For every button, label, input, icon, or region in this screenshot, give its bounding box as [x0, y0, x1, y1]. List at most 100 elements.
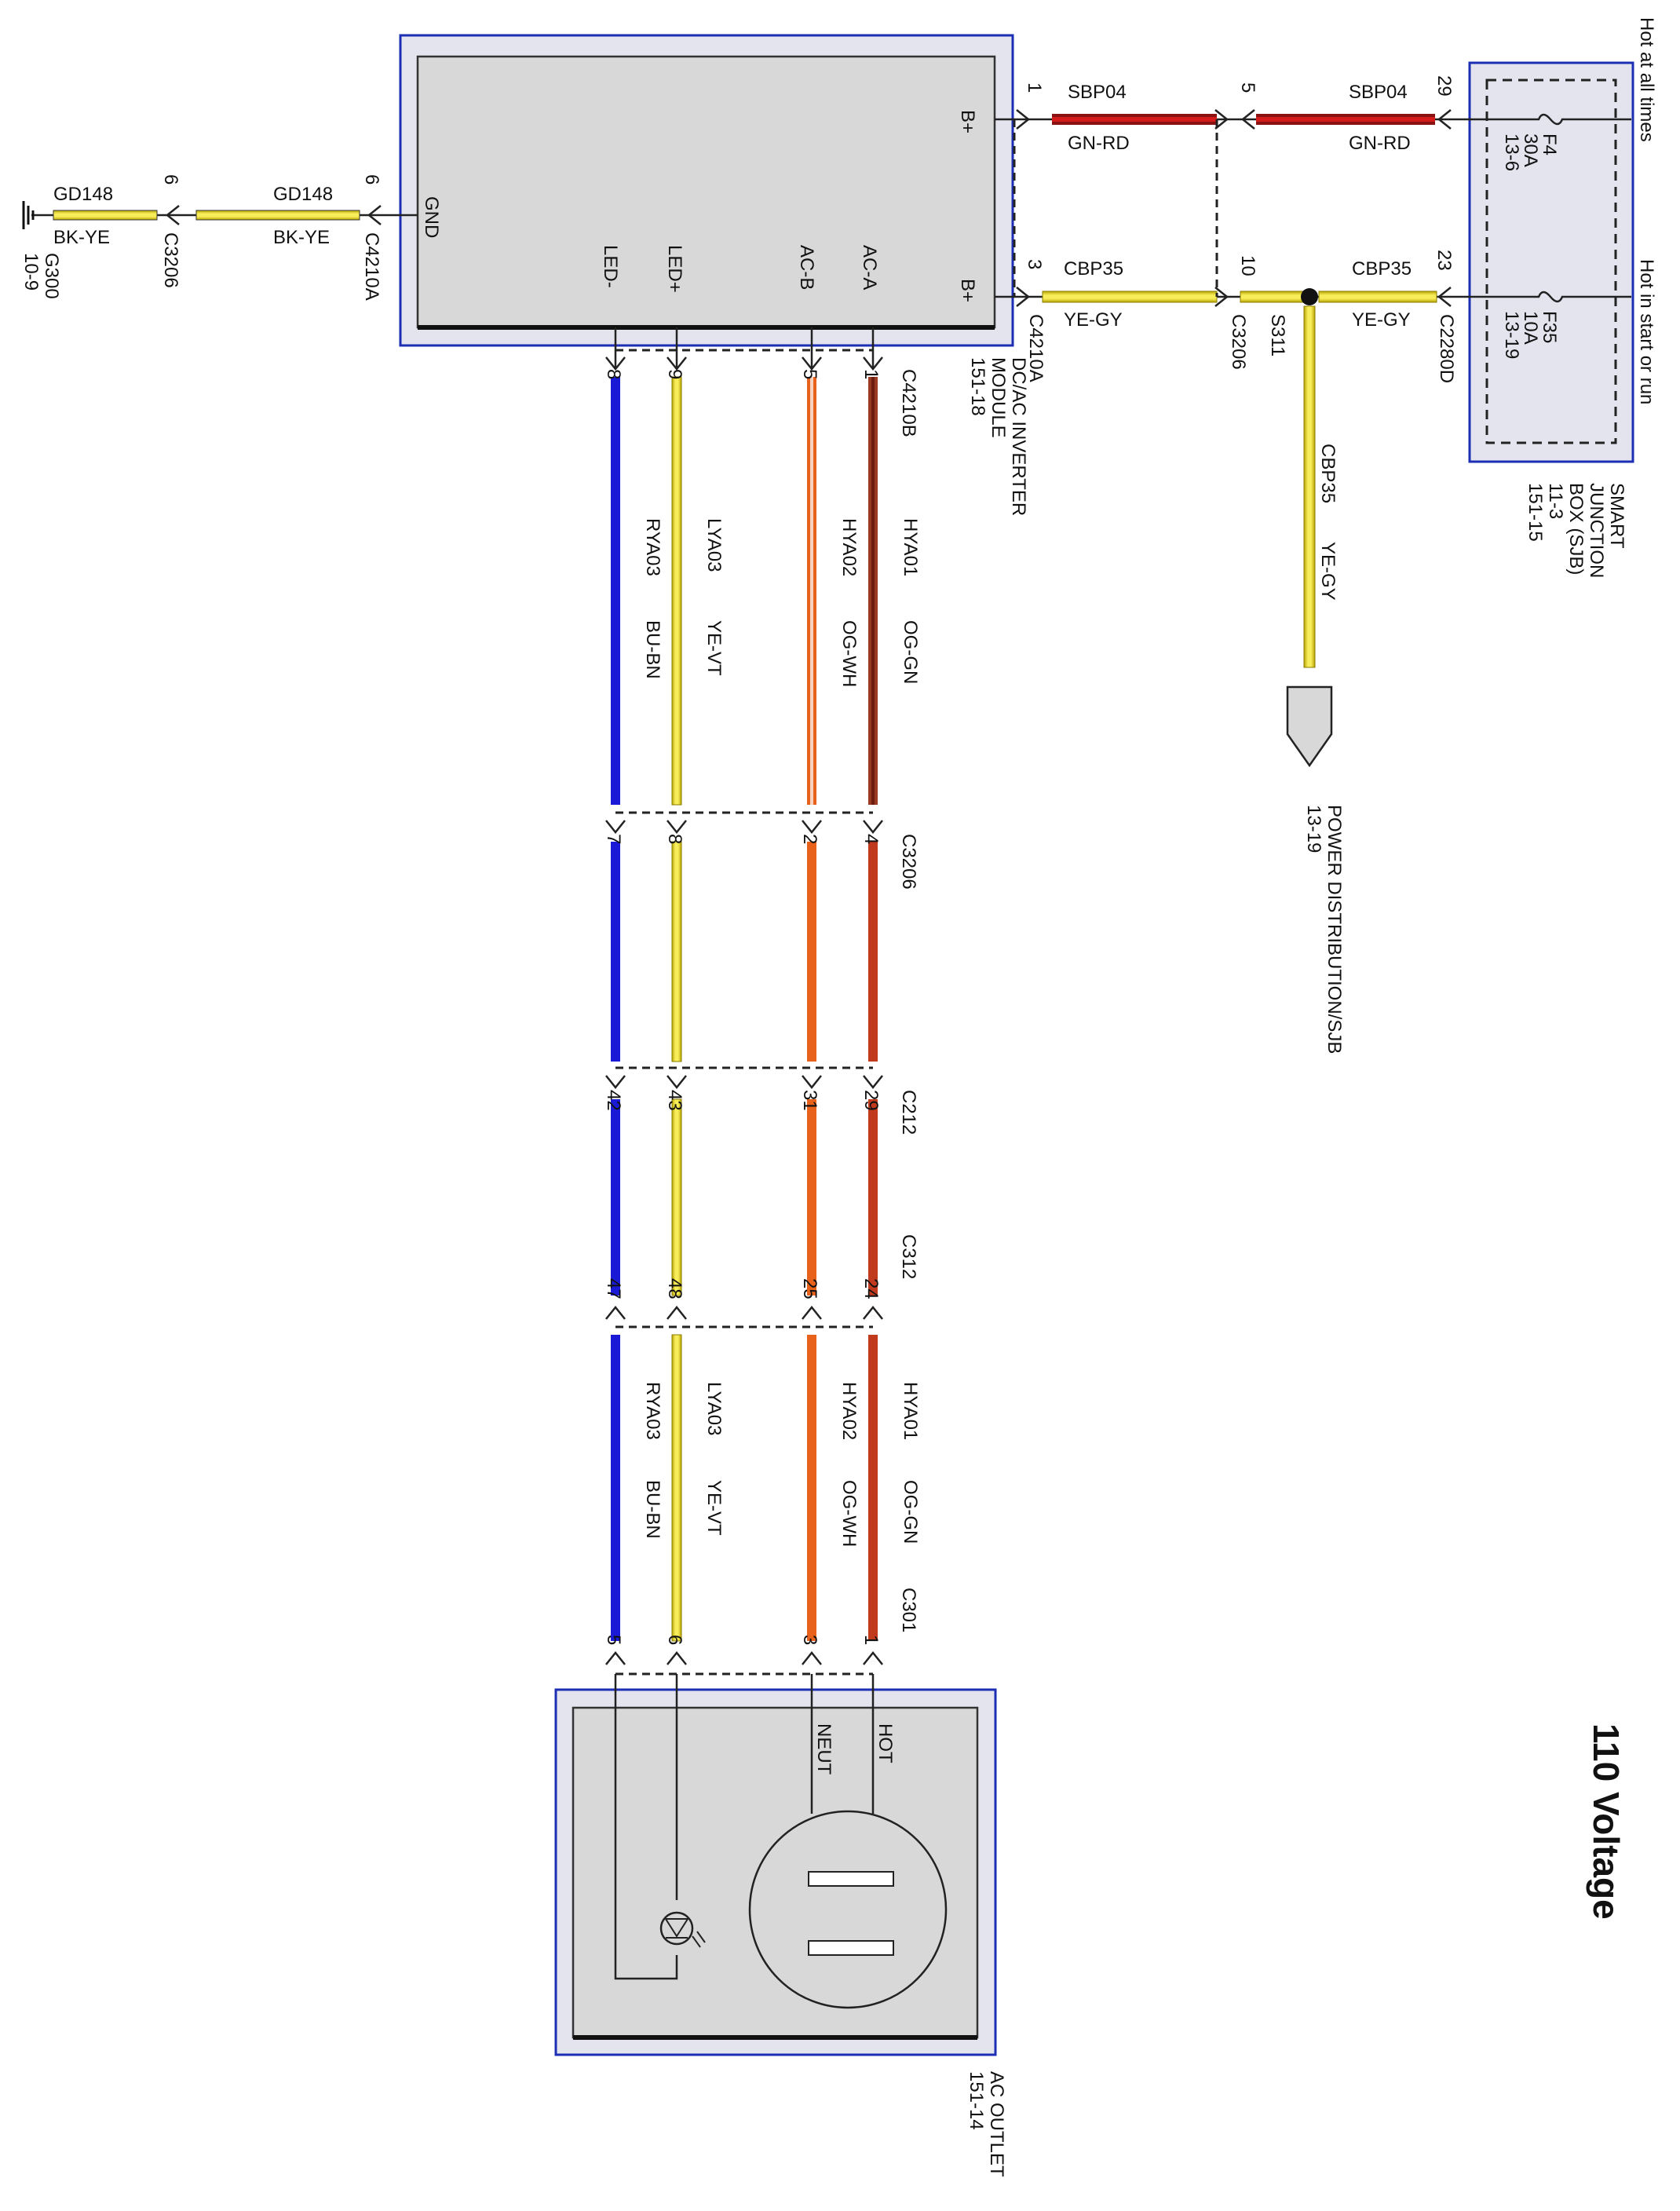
- svg-text:F35: F35: [1539, 311, 1560, 343]
- pin-gnd: GND: [421, 196, 442, 238]
- conn-c2280d: C2280D: [1436, 314, 1457, 383]
- wire-segment-3: [611, 1098, 878, 1296]
- inverter-label-line3: 151-18: [967, 357, 988, 416]
- cbp35-branch: CBP35 YE-GY POWER DISTRIBUTION/SJB 13-19: [1286, 305, 1345, 1054]
- c3206-pin-2: 2: [799, 834, 820, 844]
- upper-wire-labels: HYA01 OG-GN HYA02 OG-WH LYA03 YE-VT RYA0…: [642, 518, 921, 687]
- lower-label-hya01-color: OG-GN: [900, 1480, 921, 1544]
- fuse-f4: F4 30A 13-6: [1470, 113, 1631, 171]
- sbp04-circuit-a: SBP04: [1068, 82, 1127, 103]
- sbp04-color-b: GN-RD: [1349, 133, 1411, 154]
- power-distribution-ref: 13-19: [1303, 805, 1324, 853]
- diagram-title: 110 Voltage: [1586, 1723, 1627, 1920]
- pin-bplus-top: B+: [957, 110, 978, 133]
- lower-label-hya01-circuit: HYA01: [900, 1382, 921, 1440]
- svg-text:30A: 30A: [1520, 133, 1541, 167]
- c212-pin-29: 29: [860, 1090, 882, 1111]
- upper-label-rya03-circuit: RYA03: [642, 518, 663, 576]
- ground-circuit-left: GD148: [53, 184, 113, 205]
- sjb-label-line3: BOX (SJB): [1565, 483, 1587, 575]
- pin-bplus-bottom: B+: [957, 279, 978, 302]
- conn-c301: C301: [898, 1588, 919, 1632]
- c3206-pin-7: 7: [603, 834, 624, 844]
- ground-point-ref: 10-9: [20, 253, 42, 291]
- ac-outlet: HOT NEUT: [554, 1674, 997, 2056]
- sjb-label-line2: JUNCTION: [1586, 483, 1607, 578]
- inverter-leads: [614, 327, 875, 369]
- conn-c212: C212: [898, 1090, 919, 1135]
- c312-pin-24: 24: [860, 1278, 882, 1299]
- c312-pin-48: 48: [664, 1278, 685, 1299]
- ground-pin-c3206: 6: [160, 174, 181, 185]
- circuit-cbp35: 3 CBP35 YE-GY 10 CBP35 YE-GY 23 C4210A C…: [995, 250, 1470, 383]
- svg-text:10A: 10A: [1520, 311, 1541, 345]
- c312-pin-25: 25: [799, 1278, 820, 1299]
- connector-arrows: [605, 356, 883, 1665]
- f35-ref: 13-19: [1501, 311, 1522, 359]
- c212-pin-42: 42: [603, 1090, 624, 1111]
- cbp35-pin-mid: 10: [1237, 255, 1258, 276]
- c301-pin-6: 6: [664, 1635, 685, 1645]
- sjb-label: SMART JUNCTION BOX (SJB) 11-3 151-15: [1525, 483, 1627, 578]
- receptacle-icon: [748, 1810, 948, 2009]
- sbp04-pin-inverter: 1: [1024, 82, 1045, 93]
- hot-at-all-times-note: Hot at all times: [1636, 17, 1657, 142]
- cbp35-pin-sjb: 23: [1433, 250, 1455, 271]
- inverter-label-line2: MODULE: [988, 357, 1009, 438]
- wire-segment-1: [611, 376, 878, 806]
- ground-color-right: BK-YE: [273, 227, 330, 248]
- outlet-label-line1: AC OUTLET: [986, 2071, 1007, 2177]
- c312-pin-47: 47: [603, 1278, 624, 1299]
- pin-ac-b: AC-B: [796, 245, 817, 290]
- outlet-neut-label: NEUT: [813, 1723, 835, 1775]
- power-distribution-label: POWER DISTRIBUTION/SJB: [1324, 805, 1345, 1054]
- circuit-sbp04: 1 SBP04 GN-RD 5 SBP04 GN-RD 29: [995, 75, 1470, 154]
- lower-wire-labels: HYA01 OG-GN HYA02 OG-WH LYA03 YE-VT RYA0…: [642, 1382, 921, 1547]
- upper-label-lya03-circuit: LYA03: [703, 518, 725, 572]
- c3206-pins: 4 2 8 7 C3206: [603, 834, 919, 890]
- splice-s311: S311: [1267, 314, 1288, 356]
- upper-label-hya01-circuit: HYA01: [900, 518, 921, 576]
- c301-pin-1: 1: [860, 1635, 882, 1645]
- fuse-f35: F35 10A 13-19: [1470, 291, 1631, 359]
- c3206-pin-8: 8: [664, 834, 685, 844]
- lower-label-lya03-circuit: LYA03: [703, 1382, 725, 1436]
- lower-label-lya03-color: YE-VT: [703, 1480, 725, 1536]
- sjb-label-line4: 11-3: [1545, 483, 1566, 519]
- dcac-inverter-module: B+ B+ GND LED- LED+ AC-B AC-A: [399, 34, 1014, 347]
- sbp04-circuit-b: SBP04: [1349, 82, 1408, 103]
- seg1-pins: 1 5 9 8 C4210B: [603, 369, 919, 437]
- conn-c3206-bundle: C3206: [898, 834, 919, 890]
- c4210b-pin-1: 1: [860, 369, 882, 379]
- c212-pins: 29 31 43 42 C212: [603, 1090, 919, 1135]
- f35-rating: 10A: [1520, 311, 1541, 345]
- svg-text:F4: F4: [1539, 133, 1560, 155]
- conn-c312: C312: [898, 1234, 919, 1279]
- c212-pin-31: 31: [799, 1090, 820, 1111]
- sbp04-color-a: GN-RD: [1068, 133, 1130, 154]
- hot-in-start-or-run-note: Hot in start or run: [1636, 259, 1657, 404]
- led-icon: [659, 1911, 706, 1948]
- c301-pin-3: 3: [799, 1635, 820, 1645]
- ground-circuit: GD148 BK-YE GD148 BK-YE 6 6 C3206 C4210A…: [20, 174, 418, 301]
- wire-segment-2: [611, 841, 878, 1062]
- c4210b-pin-5: 5: [799, 369, 820, 379]
- ground-pin-c4210a: 6: [361, 174, 382, 185]
- conn-c4210a-left: C4210A: [361, 232, 382, 301]
- wire-segment-4: [611, 1334, 878, 1642]
- pin-led-minus: LED-: [600, 245, 621, 288]
- c301-pin-5: 5: [603, 1635, 624, 1645]
- sjb-label-line1: SMART: [1606, 483, 1627, 549]
- svg-text:13-6: 13-6: [1501, 133, 1522, 171]
- sbp04-pin-mid: 5: [1237, 82, 1258, 93]
- lower-label-hya02-color: OG-WH: [838, 1480, 860, 1547]
- conn-c3206-power: C3206: [1228, 314, 1249, 370]
- sbp04-pin-sjb: 29: [1433, 75, 1455, 97]
- c301-pins: 1 3 6 5 C301: [603, 1588, 919, 1645]
- outlet-hot-label: HOT: [875, 1723, 896, 1763]
- lower-label-rya03-circuit: RYA03: [642, 1382, 663, 1440]
- c212-pin-43: 43: [664, 1090, 685, 1111]
- inverter-label-line1: DC/AC INVERTER: [1008, 357, 1029, 516]
- c4210b-pin-9: 9: [664, 369, 685, 379]
